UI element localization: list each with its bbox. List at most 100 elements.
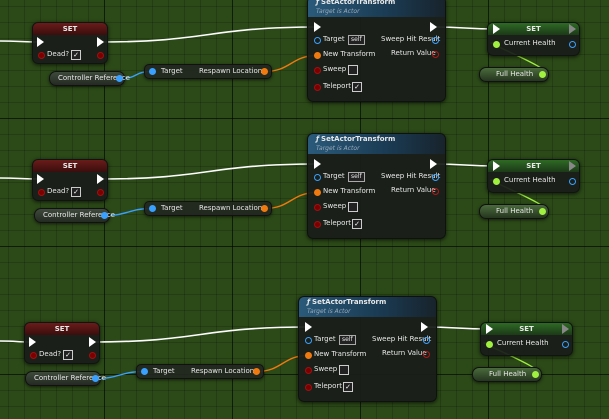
- exec-in-pin[interactable]: [493, 161, 500, 171]
- get-location-target-pin[interactable]: [141, 368, 148, 375]
- sweep-pin[interactable]: [314, 67, 321, 74]
- dead-checkbox[interactable]: ✓: [63, 350, 73, 360]
- get-location-target-pin[interactable]: [149, 68, 156, 75]
- return-value-pin[interactable]: [432, 51, 439, 58]
- dead-checkbox[interactable]: ✓: [71, 187, 81, 197]
- full-health-node[interactable]: Full Health: [472, 367, 542, 382]
- set-node-title: SET: [33, 160, 107, 172]
- dead-output-pin[interactable]: [97, 52, 104, 59]
- current-health-in-pin[interactable]: [486, 341, 493, 348]
- get-respawn-location-node[interactable]: Target Respawn Location: [136, 364, 264, 379]
- exec-out-pin[interactable]: [97, 37, 104, 47]
- exec-out-pin[interactable]: [430, 22, 437, 32]
- sweep-label: Sweep: [314, 365, 338, 373]
- current-health-in-pin[interactable]: [493, 41, 500, 48]
- sweep-checkbox[interactable]: [348, 202, 358, 212]
- get-respawn-location-node[interactable]: Target Respawn Location: [144, 64, 272, 79]
- sweep-checkbox[interactable]: [348, 65, 358, 75]
- teleport-pin[interactable]: [305, 384, 312, 391]
- controller-reference-out-pin[interactable]: [116, 75, 123, 82]
- sweep-hit-result-pin[interactable]: [432, 37, 439, 44]
- full-health-out-pin[interactable]: [539, 71, 546, 78]
- return-value-pin[interactable]: [432, 188, 439, 195]
- exec-in-pin[interactable]: [486, 324, 493, 334]
- controller-reference-node[interactable]: Controller Reference: [49, 71, 130, 86]
- exec-in-pin[interactable]: [305, 322, 312, 332]
- dead-input-pin[interactable]: [38, 189, 45, 196]
- new-transform-pin[interactable]: [314, 52, 321, 59]
- self-default: self: [348, 35, 365, 45]
- exec-out-pin[interactable]: [562, 324, 569, 334]
- set-current-health-node[interactable]: SET Current Health: [487, 159, 580, 193]
- new-transform-label: New Transform: [323, 50, 376, 58]
- exec-in-pin[interactable]: [37, 37, 44, 47]
- target-pin[interactable]: [314, 174, 321, 181]
- dead-input-pin[interactable]: [38, 52, 45, 59]
- controller-reference-node[interactable]: Controller Reference: [34, 208, 115, 223]
- full-health-out-pin[interactable]: [539, 208, 546, 215]
- sweep-hit-result-pin[interactable]: [432, 174, 439, 181]
- full-health-node[interactable]: Full Health: [479, 204, 549, 219]
- set-current-health-node[interactable]: SET Current Health: [487, 22, 580, 56]
- exec-in-pin[interactable]: [493, 24, 500, 34]
- teleport-checkbox[interactable]: ✓: [352, 82, 362, 92]
- controller-reference-out-pin[interactable]: [101, 212, 108, 219]
- teleport-checkbox[interactable]: ✓: [352, 219, 362, 229]
- set-current-health-node[interactable]: SET Current Health: [480, 322, 573, 356]
- current-health-in-pin[interactable]: [493, 178, 500, 185]
- respawn-location-out-pin[interactable]: [261, 68, 268, 75]
- target-pin[interactable]: [314, 37, 321, 44]
- current-health-out-pin[interactable]: [562, 341, 569, 348]
- new-transform-pin[interactable]: [305, 352, 312, 359]
- teleport-checkbox[interactable]: ✓: [343, 382, 353, 392]
- new-transform-pin[interactable]: [314, 189, 321, 196]
- exec-out-pin[interactable]: [569, 161, 576, 171]
- controller-reference-node[interactable]: Controller Reference: [25, 371, 106, 386]
- set-dead-node[interactable]: SET Dead? ✓: [24, 322, 100, 364]
- current-health-out-pin[interactable]: [569, 41, 576, 48]
- dead-checkbox[interactable]: ✓: [71, 50, 81, 60]
- respawn-location-out-pin[interactable]: [261, 205, 268, 212]
- sweep-hit-result-pin[interactable]: [423, 337, 430, 344]
- exec-out-pin[interactable]: [430, 159, 437, 169]
- current-health-out-pin[interactable]: [569, 178, 576, 185]
- exec-in-pin[interactable]: [314, 159, 321, 169]
- teleport-pin[interactable]: [314, 84, 321, 91]
- sweep-pin[interactable]: [314, 204, 321, 211]
- set-dead-node[interactable]: SET Dead? ✓: [32, 159, 108, 201]
- exec-out-pin[interactable]: [421, 322, 428, 332]
- teleport-pin[interactable]: [314, 221, 321, 228]
- exec-in-pin[interactable]: [29, 337, 36, 347]
- set-dead-node[interactable]: SET Dead? ✓: [32, 22, 108, 64]
- sweep-checkbox[interactable]: [339, 365, 349, 375]
- dead-input-pin[interactable]: [30, 352, 37, 359]
- exec-in-pin[interactable]: [314, 22, 321, 32]
- exec-out-pin[interactable]: [89, 337, 96, 347]
- full-health-out-pin[interactable]: [532, 371, 539, 378]
- dead-output-pin[interactable]: [89, 352, 96, 359]
- full-health-node[interactable]: Full Health: [479, 67, 549, 82]
- respawn-location-out-pin[interactable]: [253, 368, 260, 375]
- return-value-pin[interactable]: [423, 351, 430, 358]
- target-pin[interactable]: [305, 337, 312, 344]
- set-node-title: SET: [481, 323, 572, 335]
- exec-out-pin[interactable]: [569, 24, 576, 34]
- get-location-target-pin[interactable]: [149, 205, 156, 212]
- get-respawn-location-node[interactable]: Target Respawn Location: [144, 201, 272, 216]
- set-actor-transform-subtitle: Target is Actor: [316, 145, 360, 152]
- exec-wire[interactable]: [92, 326, 309, 343]
- sweep-pin[interactable]: [305, 367, 312, 374]
- respawn-location-label: Respawn Location: [199, 204, 263, 212]
- set-actor-transform-subtitle: Target is Actor: [307, 308, 351, 315]
- dead-output-pin[interactable]: [97, 189, 104, 196]
- controller-reference-out-pin[interactable]: [92, 375, 99, 382]
- exec-wire[interactable]: [100, 163, 318, 180]
- exec-out-pin[interactable]: [97, 174, 104, 184]
- exec-wire[interactable]: [100, 26, 318, 43]
- exec-in-pin[interactable]: [37, 174, 44, 184]
